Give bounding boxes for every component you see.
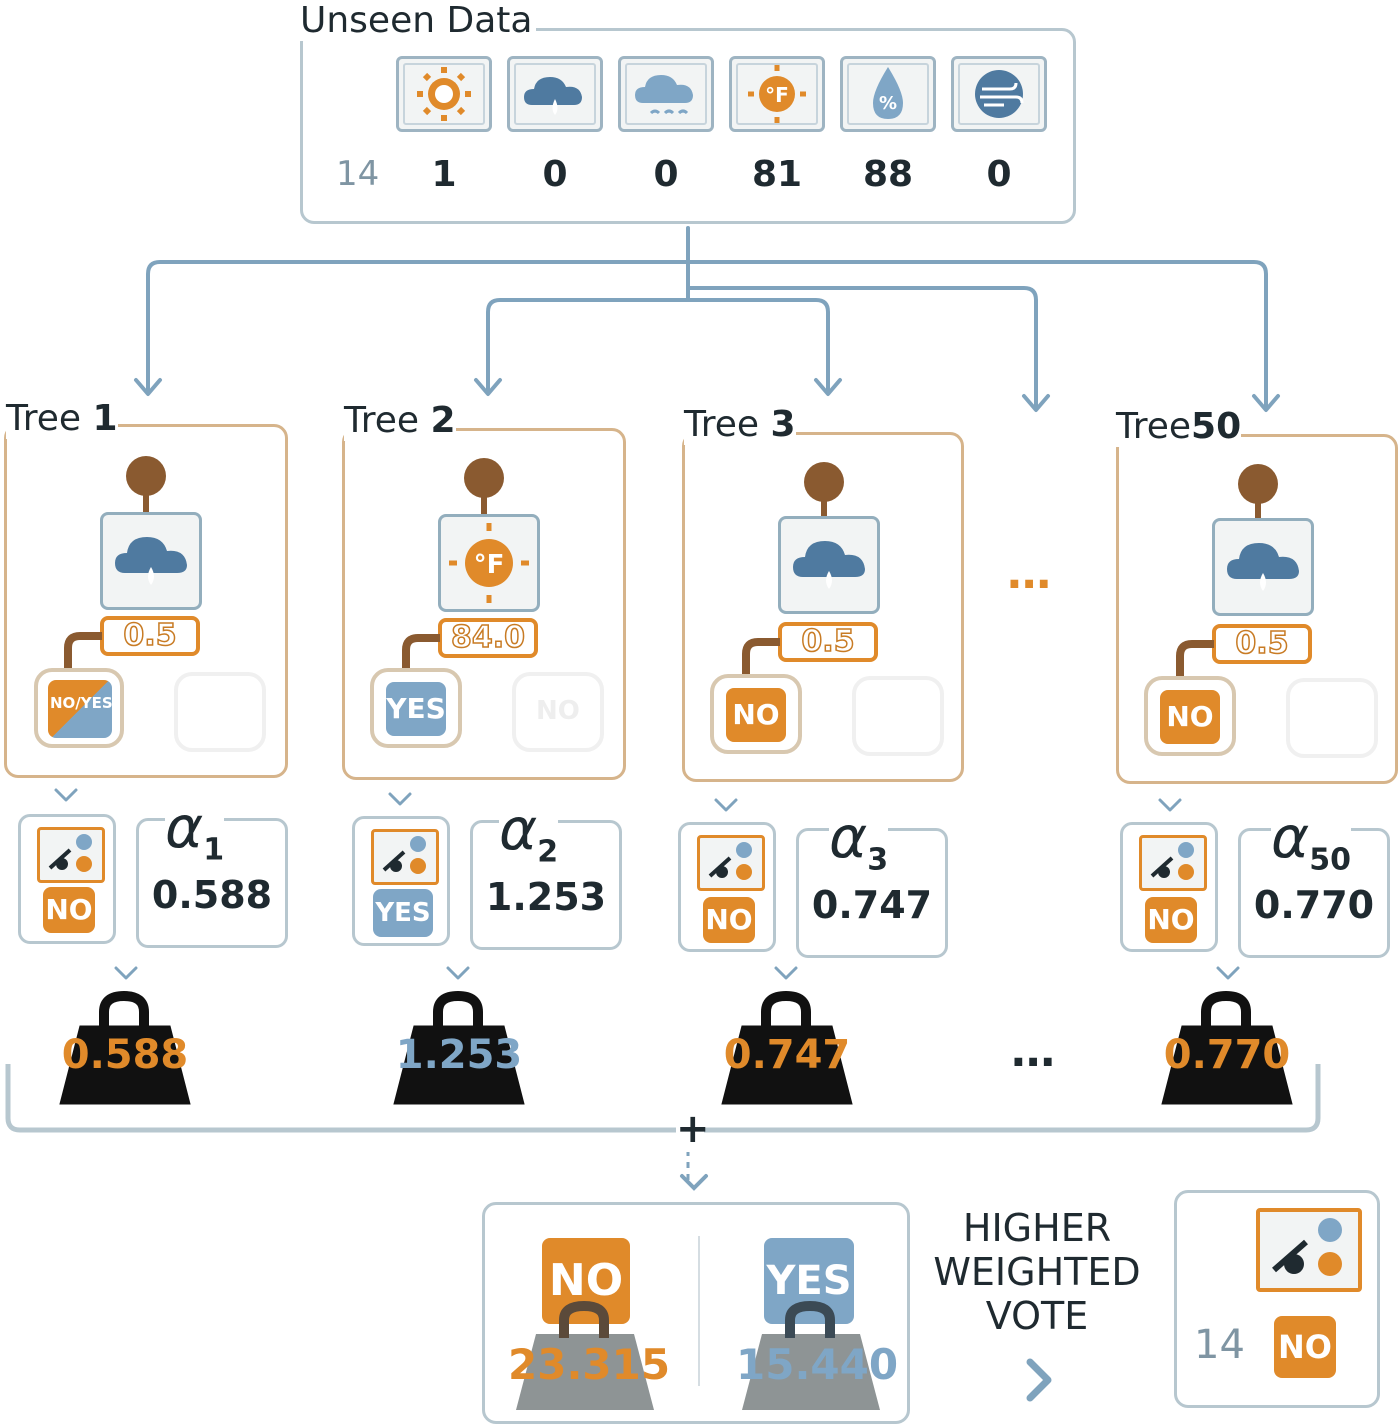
no-total-badge: NO <box>542 1238 630 1324</box>
alpha-value: 0.747 <box>811 883 933 927</box>
no-total-value: 23.315 <box>508 1340 671 1389</box>
leaf-node: YES <box>370 668 462 748</box>
prediction-badge: YES <box>373 889 433 937</box>
rain-cloud-icon <box>507 56 603 132</box>
golf-decision-icon <box>1256 1208 1362 1292</box>
humidity-icon: % <box>840 56 936 132</box>
weight-value: 0.588 <box>61 1032 189 1078</box>
feature-value: 88 <box>862 154 914 195</box>
sum-plus: + <box>676 1106 710 1152</box>
split-no-yes-badge: NO/YES <box>48 680 113 738</box>
feature-value: 0 <box>542 154 568 195</box>
rain-cloud-icon <box>100 512 202 610</box>
threshold-value: 0.5 <box>1212 624 1312 664</box>
decision-line: VOTE <box>985 1294 1089 1338</box>
feature-value: 1 <box>431 154 457 195</box>
golf-decision-icon <box>37 827 105 883</box>
unseen-data-title: Unseen Data <box>300 0 537 41</box>
weight-ellipsis: ... <box>1010 1026 1056 1077</box>
temperature-icon: °F <box>729 56 825 132</box>
faded-leaf-node <box>174 672 266 752</box>
alpha-subscript: 1 <box>203 832 225 868</box>
alpha-card: α2 1.253 <box>470 795 622 950</box>
prediction-badge: NO <box>703 897 755 943</box>
alpha-card: α1 0.588 <box>136 793 288 948</box>
feature-value: 0 <box>986 154 1012 195</box>
alpha-value: 0.770 <box>1253 883 1375 927</box>
tree-label: Tree 2 <box>344 400 456 441</box>
leaf-badge: NO <box>726 688 786 742</box>
alpha-symbol: α <box>165 793 204 861</box>
leaf-node: NO <box>1144 676 1236 756</box>
final-prediction-badge: NO <box>1274 1316 1336 1378</box>
leaf-badge: NO <box>1160 690 1220 744</box>
weight-value: 1.253 <box>395 1032 523 1078</box>
yes-total-value: 15.440 <box>736 1340 899 1389</box>
weight-value: 0.747 <box>723 1032 851 1078</box>
snow-cloud-icon <box>618 56 714 132</box>
svg-text:°F: °F <box>474 550 505 580</box>
golf-decision-icon <box>1139 835 1207 891</box>
alpha-subscript: 2 <box>537 834 559 870</box>
temperature-icon: °F <box>438 514 540 612</box>
tree-label: Tree 1 <box>6 398 118 439</box>
wind-icon <box>951 56 1047 132</box>
root-node-icon <box>1238 464 1278 504</box>
rain-cloud-icon <box>1212 518 1314 616</box>
faded-leaf-node <box>1286 678 1378 758</box>
prediction-card: NO <box>678 822 776 952</box>
tree-label: Tree50 <box>1116 406 1242 447</box>
weight-value: 0.770 <box>1163 1032 1291 1078</box>
prediction-card: NO <box>18 814 116 944</box>
yes-total-weight-icon <box>742 1300 880 1410</box>
leaf-badge: YES <box>386 682 446 736</box>
prediction-badge: NO <box>1145 897 1197 943</box>
leaf-node: NO/YES <box>34 668 124 748</box>
feature-value: 81 <box>751 154 803 195</box>
decision-line: HIGHER <box>962 1206 1112 1250</box>
alpha-value: 0.588 <box>151 873 273 917</box>
golf-decision-icon <box>371 829 439 885</box>
faded-leaf-node: NO <box>512 672 604 752</box>
threshold-value: 0.5 <box>778 622 878 662</box>
totals-divider <box>698 1236 700 1386</box>
sun-icon <box>396 56 492 132</box>
decision-line: WEIGHTED <box>933 1250 1141 1294</box>
root-node-icon <box>126 456 166 496</box>
alpha-value: 1.253 <box>485 875 607 919</box>
alpha-symbol: α <box>829 803 868 871</box>
rain-cloud-icon <box>778 516 880 614</box>
yes-total-badge: YES <box>764 1238 854 1324</box>
alpha-subscript: 3 <box>867 842 889 878</box>
alpha-card: α3 0.747 <box>796 803 948 958</box>
unseen-row-id: 14 <box>336 154 380 194</box>
final-row-id: 14 <box>1194 1322 1245 1368</box>
no-total-weight-icon <box>516 1300 654 1410</box>
root-node-icon <box>464 458 504 498</box>
faded-leaf-node <box>852 676 944 756</box>
root-node-icon <box>804 462 844 502</box>
feature-value: 0 <box>653 154 679 195</box>
alpha-symbol: α <box>1271 803 1310 871</box>
tree-label: Tree 3 <box>684 404 796 445</box>
alpha-symbol: α <box>499 795 538 863</box>
alpha-subscript: 50 <box>1309 842 1351 878</box>
prediction-card: NO <box>1120 822 1218 952</box>
prediction-card: YES <box>352 816 450 946</box>
alpha-card: α50 0.770 <box>1238 803 1390 958</box>
leaf-node: NO <box>710 674 802 754</box>
golf-decision-icon <box>697 835 765 891</box>
tree-ellipsis: ... <box>1006 548 1052 599</box>
prediction-badge: NO <box>43 887 95 933</box>
